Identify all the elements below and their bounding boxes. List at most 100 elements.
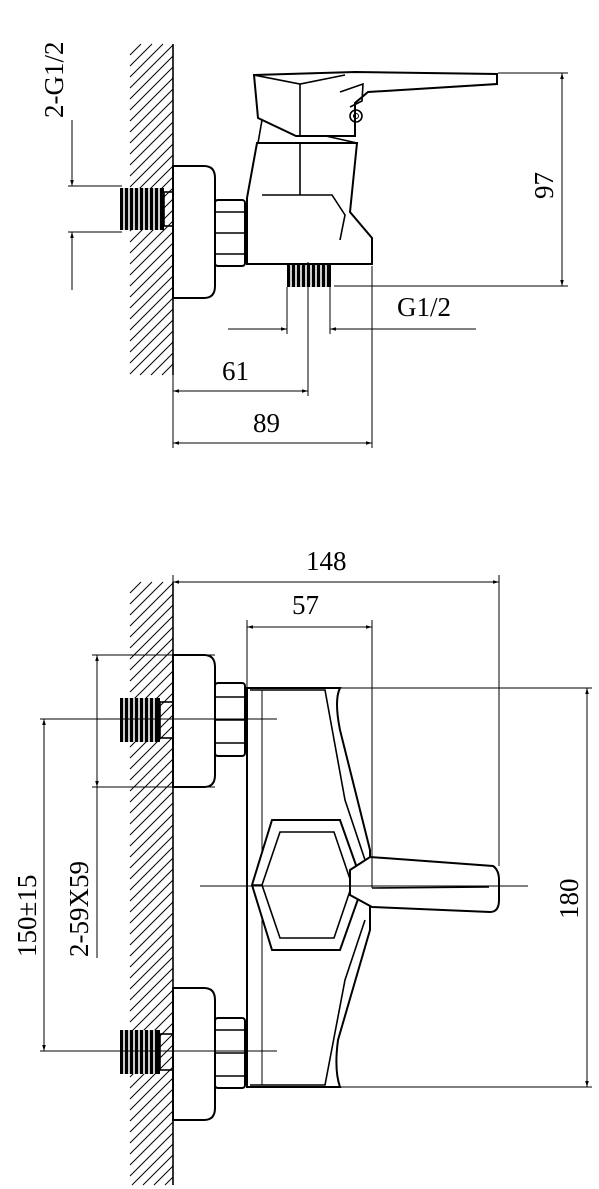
dim-inlet-thread: 2-G1/2 [39,42,122,290]
wall-hatch-line [129,813,174,858]
dim-outlet-offset-label: 61 [222,356,249,386]
wall-hatch-line [142,1154,174,1186]
wall-hatch-line [129,1088,174,1133]
wall-hatch-bottom [129,581,174,1186]
wall-hatch-line [129,581,164,616]
wall-hatch-line [129,791,174,836]
wall-hatch-line [129,581,153,605]
wall-hatch-line [129,824,174,869]
wall-hatch-line [129,88,174,133]
dim-body-width-label: 57 [292,590,319,620]
wall-hatch-line [129,253,174,298]
wall-hatch-line [129,747,174,792]
wall-hatch-line [129,582,174,627]
wall-hatch-line [129,231,174,276]
wall-hatch-line [129,242,174,287]
dim-height-side-label: 97 [529,172,559,199]
dim-total-width-label: 148 [306,546,347,576]
wall-hatch-line [129,66,174,111]
wall-hatch-line [129,912,174,957]
inlet-thread-lower [120,1030,174,1074]
dim-outlet-thread: G1/2 [228,287,476,334]
dim-depth-side: 89 [173,266,373,448]
hex-nut-side [214,199,246,267]
wall-hatch-line [129,989,174,1034]
faucet-body-side [246,70,498,265]
wall-hatch-line [129,286,174,331]
wall-hatch-line [129,967,174,1012]
wall-hatch-line [129,637,174,682]
wall-hatch-line [129,132,174,177]
dim-height-side: 97 [334,72,568,287]
inlet-thread-side [120,188,174,230]
wall-hatch-line [129,581,142,594]
wall-hatch-line [129,1066,174,1111]
wall-hatch-line [129,857,174,902]
wall-hatch-line [153,1165,174,1186]
wall-hatch-line [129,264,174,309]
dim-body-width: 57 [246,590,373,888]
wall-hatch-line [129,1099,174,1144]
wall-hatch-line [164,1176,174,1186]
wall-plate-lower [172,987,216,1121]
wall-hatch-line [129,890,174,935]
dim-depth-side-label: 89 [253,408,280,438]
wall-hatch-line [129,846,174,891]
dim-total-width: 148 [172,546,500,866]
wall-hatch-line [129,736,174,781]
dim-height-front: 180 [340,687,592,1088]
wall-hatch-line [129,330,174,375]
side-view: 2-G1/2 97 G1/2 61 [39,42,568,448]
outlet-thread-side [287,265,331,287]
dim-outlet-thread-label: G1/2 [397,292,451,322]
wall-hatch-line [129,44,174,89]
wall-hatch-line [129,1077,174,1122]
wall-hatch-line [129,308,174,353]
wall-hatch-line [129,780,174,825]
wall-hatch-line [129,55,174,100]
wall-hatch-line [131,1143,174,1186]
dim-height-front-label: 180 [554,879,584,920]
wall-hatch-line [129,99,174,144]
wall-hatch-line [139,341,174,376]
wall-hatch-line [129,901,174,946]
wall-hatch-line [129,121,174,166]
wall-hatch-line [129,659,174,704]
dim-outlet-offset: 61 [172,262,309,448]
wall-hatch-line [129,868,174,913]
dim-inlet-thread-label: 2-G1/2 [39,42,69,119]
wall-hatch-line [150,352,174,376]
wall-hatch-line [129,758,174,803]
wall-hatch-line [129,43,153,67]
wall-hatch-line [129,934,174,979]
wall-hatch-line [129,209,174,254]
wall-hatch-line [129,43,142,56]
wall-hatch-line [129,77,174,122]
wall-hatch-line [129,43,164,78]
wall-hatch-line [129,725,174,770]
wall-hatch-line [129,956,174,1001]
wall-hatch-line [129,1055,174,1100]
dim-centers-label: 150±15 [12,875,42,957]
wall-hatch-line [129,220,174,265]
wall-hatch-line [129,143,174,188]
hex-nut-lower [214,1017,246,1089]
inlet-thread-upper [120,698,174,742]
dim-centers: 150±15 [12,719,46,1051]
dim-wall-plates-label: 2-59X59 [64,861,94,957]
wall-hatch-line [129,802,174,847]
wall-plate-upper [172,654,216,788]
faucet-body-front [246,687,500,1088]
wall-hatch-line [129,835,174,880]
wall-hatch-line [129,879,174,924]
wall-hatch-line [129,945,174,990]
wall-hatch-line [129,615,174,660]
wall-plate-side [172,165,216,299]
wall-hatch-line [129,1110,174,1155]
wall-hatch-line [129,923,174,968]
wall-hatch-line [129,319,174,364]
wall-hatch-line [129,626,174,671]
wall-hatch-line [129,648,174,693]
front-view: 148 57 180 150±15 [12,546,592,1186]
